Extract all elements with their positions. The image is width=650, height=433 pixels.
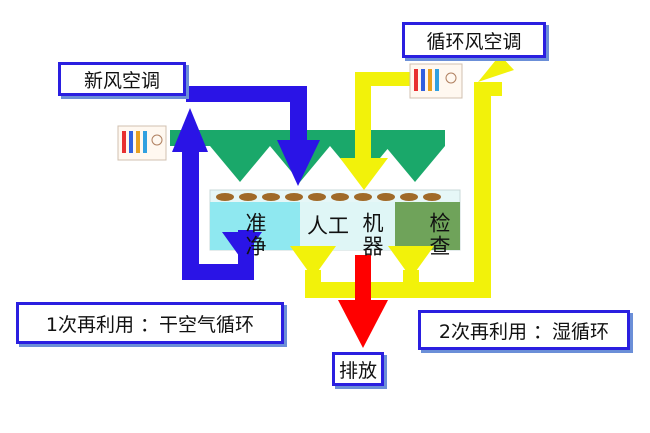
yellow-down-arrow-icon [340, 158, 388, 190]
exhaust-label: 排放 [332, 352, 384, 386]
yellow-loop-drop [355, 72, 371, 162]
supply-duct-bar [170, 130, 445, 146]
production-line [209, 189, 461, 251]
diffuser-4 [385, 146, 445, 182]
diffuser-1 [210, 146, 270, 182]
yellow-loop-top [355, 72, 415, 86]
dry-air-recirculation-loop [172, 86, 320, 280]
stage-prep-label: 准净 [243, 212, 267, 258]
yellow-collect-right-stem [403, 270, 419, 298]
blue-loop-left [182, 150, 199, 280]
wet-recirculation-loop [290, 55, 514, 298]
blue-loop-bottom [182, 264, 254, 280]
yellow-collect-arrow-left-icon [290, 246, 336, 278]
blue-return-arrow-icon [222, 232, 262, 260]
blue-down-arrow-icon [277, 140, 320, 186]
yellow-loop-right [474, 82, 491, 298]
yellow-up-arrow-icon [478, 55, 514, 82]
stage-inspect-label: 检查 [427, 212, 451, 258]
blue-loop-top [186, 86, 301, 102]
yellow-loop-top-right [474, 82, 502, 96]
yellow-collect-left-stem [305, 270, 321, 298]
fresh-air-unit-icon [117, 125, 167, 161]
stage-manual-label: 人工 [307, 214, 349, 238]
wet-reuse-label: 2次再利用 ：湿循环 [418, 310, 630, 350]
fresh-air-ac-label: 新风空调 [58, 62, 186, 96]
manual-zone [300, 202, 395, 250]
blue-up-arrow-icon [172, 108, 208, 152]
inspect-zone [395, 202, 460, 250]
blue-loop-drop [290, 86, 307, 146]
supply-duct [170, 130, 445, 182]
recirc-air-unit-icon [409, 63, 463, 99]
prep-zone [210, 202, 300, 250]
conveyor-items [216, 193, 441, 201]
yellow-collect-arrow-right-icon [388, 246, 434, 278]
exhaust-flow [338, 255, 388, 348]
exhaust-arrow-icon [338, 300, 388, 348]
stage-machine-label: 机器 [360, 212, 384, 258]
yellow-loop-bottom [305, 282, 490, 298]
exhaust-stem [355, 255, 371, 307]
recirc-air-ac-label: 循环风空调 [402, 22, 546, 58]
dry-air-reuse-label: 1次再利用 ：干空气循环 [16, 302, 284, 344]
